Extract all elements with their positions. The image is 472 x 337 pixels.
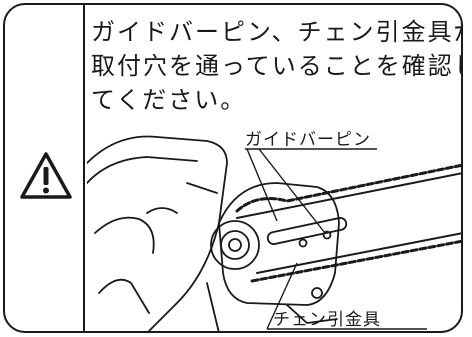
warning-triangle-icon [20,152,72,199]
callout-chain-tensioner: チェン引金具 [273,310,381,330]
instruction-line-2: 取付穴を通っていることを確認し [91,52,463,80]
caution-notice-box: ガイドバーピン、チェン引金具が 取付穴を通っていることを確認し てください。 [3,3,463,333]
instruction-line-3: てください。 [91,86,247,114]
icon-column [5,5,85,331]
instruction-line-1: ガイドバーピン、チェン引金具が [91,18,463,46]
instruction-text: ガイドバーピン、チェン引金具が 取付穴を通っていることを確認し てください。 [91,15,461,117]
callout-guide-bar-pin: ガイドバーピン [245,130,371,150]
chainsaw-illustration: ガイドバーピン チェン引金具 [87,130,461,331]
